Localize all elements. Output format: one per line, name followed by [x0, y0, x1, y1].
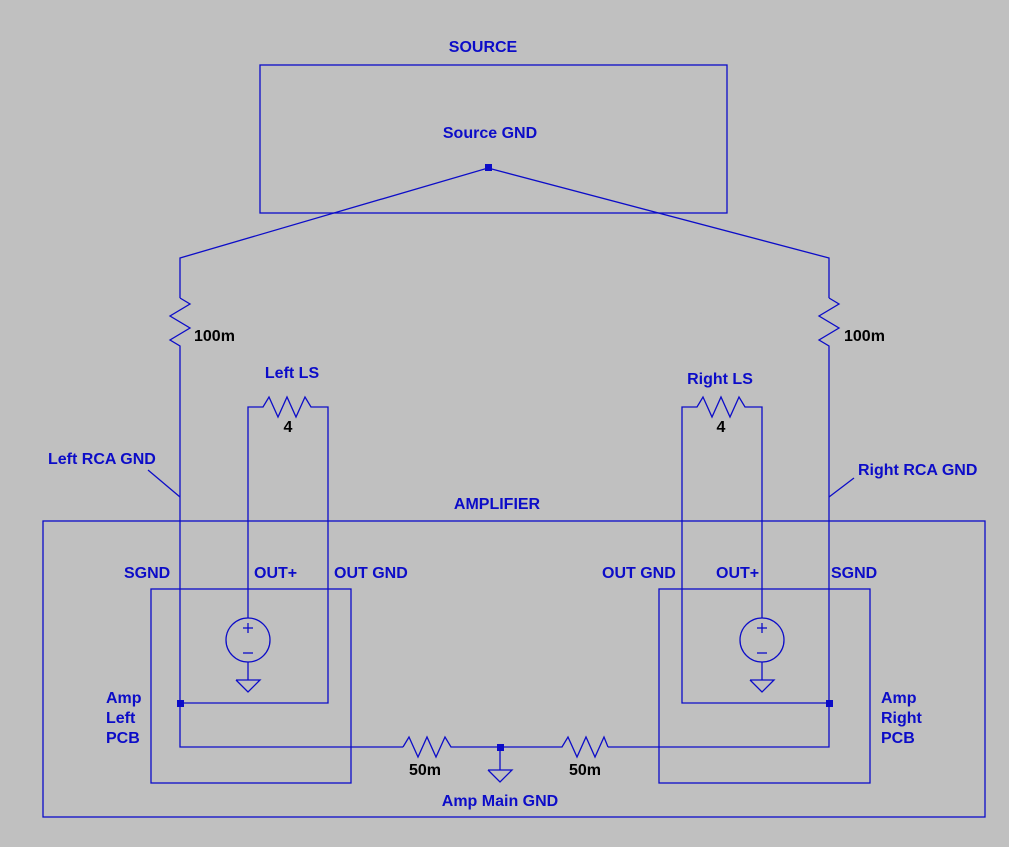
left-sgnd-label: SGND	[124, 565, 170, 582]
left-ls-value: 4	[284, 419, 293, 436]
left-gnd-resistor	[402, 735, 500, 759]
right-speaker-loop	[681, 395, 829, 704]
left-voltage-source-icon	[225, 617, 271, 680]
source-block	[259, 64, 728, 214]
left-pcb-label-3: PCB	[106, 730, 140, 747]
rca-ground-wires	[179, 167, 830, 298]
right-rca-gnd-label: Right RCA GND	[858, 462, 977, 479]
left-ls-label: Left LS	[265, 365, 320, 382]
right-sgnd-label: SGND	[831, 565, 877, 582]
amplifier-label: AMPLIFIER	[454, 496, 541, 513]
left-sgnd-wire	[179, 498, 403, 748]
right-rca-gnd-leader	[828, 477, 855, 498]
right-ls-value: 4	[717, 419, 726, 436]
left-speaker-loop	[180, 395, 329, 704]
left-rca-resistor	[168, 297, 192, 498]
left-out-plus-label: OUT+	[254, 565, 297, 582]
source-gnd-label: Source GND	[443, 125, 537, 142]
left-out-gnd-label: OUT GND	[334, 565, 408, 582]
left-rca-gnd-label: Left RCA GND	[48, 451, 156, 468]
right-sgnd-node	[826, 700, 833, 707]
right-rca-resistor-value: 100m	[844, 328, 885, 345]
right-rca-resistor	[817, 297, 841, 498]
right-gnd-resistor-value: 50m	[569, 762, 601, 779]
left-gnd-resistor-value: 50m	[409, 762, 441, 779]
right-pcb-label-3: PCB	[881, 730, 915, 747]
amp-main-gnd-label: Amp Main GND	[442, 793, 558, 810]
right-out-plus-label: OUT+	[716, 565, 759, 582]
amp-main-ground-icon	[487, 747, 514, 783]
right-pcb-label-1: Amp	[881, 690, 917, 707]
right-pcb-block	[658, 588, 871, 784]
right-gnd-resistor	[500, 735, 609, 759]
left-pcb-label-2: Left	[106, 710, 136, 727]
left-rca-resistor-value: 100m	[194, 328, 235, 345]
source-label: SOURCE	[449, 39, 518, 56]
left-ground-icon	[235, 679, 262, 693]
left-sgnd-node	[177, 700, 184, 707]
right-pcb-label-2: Right	[881, 710, 923, 727]
right-out-gnd-label: OUT GND	[602, 565, 676, 582]
left-rca-gnd-leader	[147, 469, 181, 498]
right-voltage-source-icon	[739, 617, 785, 680]
left-pcb-block	[150, 588, 352, 784]
amplifier-block	[42, 520, 986, 818]
left-pcb-label-1: Amp	[106, 690, 142, 707]
right-ls-label: Right LS	[687, 371, 753, 388]
right-ground-icon	[749, 679, 776, 693]
right-sgnd-wire	[608, 498, 830, 748]
